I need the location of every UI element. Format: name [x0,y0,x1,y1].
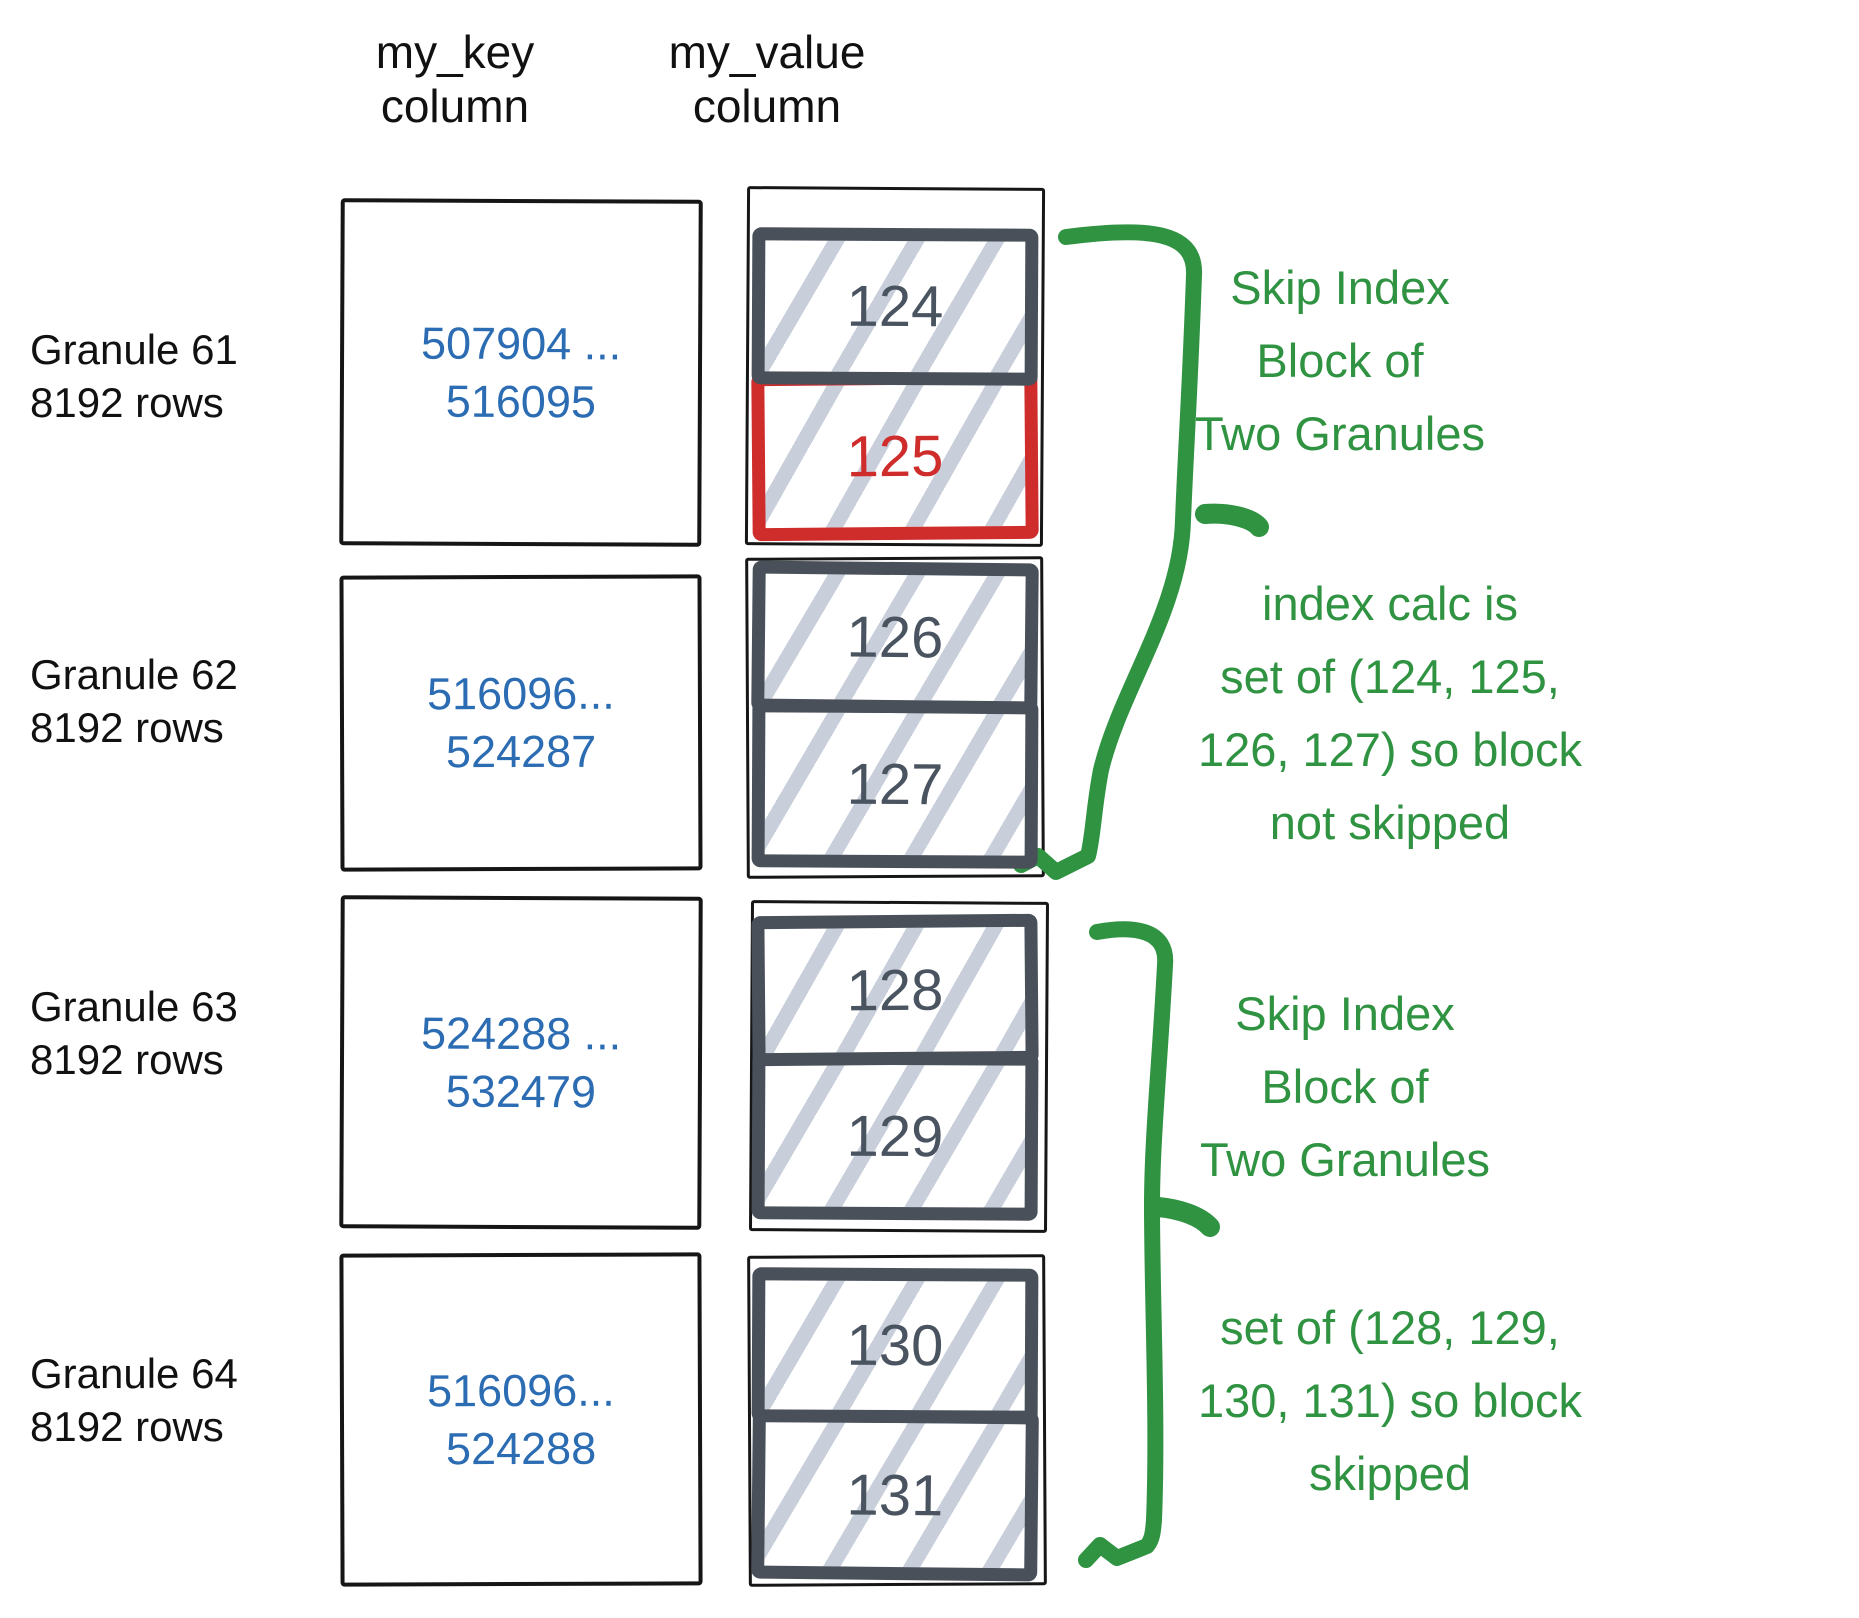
granule-64-key-range-box: 516096... 524288 [339,1252,703,1587]
value-block-number: 127 [846,751,944,817]
annotation-line: set of (124, 125, [1220,649,1560,703]
value-block-number: 129 [846,1103,944,1169]
granule-63-label: Granule 63 8192 rows [30,980,330,1087]
granule-rows: 8192 rows [30,1403,224,1451]
annotation-line: Skip Index [1235,987,1455,1040]
key-max-value: 524287 [445,725,597,778]
granule-64-value-group: 130 131 [751,1267,1039,1582]
my-key-header-line2: column [380,80,530,133]
annotation-line: set of (128, 129, [1220,1301,1560,1354]
skip-block-1-title: Skip Index Block of Two Granules [1100,252,1580,471]
granule-61-label: Granule 61 8192 rows [30,323,330,430]
skip-block-2-note: set of (128, 129, 130, 131) so block ski… [1120,1292,1660,1511]
value-block-number: 125 [846,423,944,489]
value-block-130: 130 [751,1267,1039,1424]
annotation-line: skipped [1309,1446,1471,1500]
value-block-number: 124 [846,273,944,340]
key-max-value: 532479 [445,1065,597,1117]
value-block-124: 124 [751,227,1039,386]
my-value-header-line2: column [692,80,842,133]
annotation-line: 126, 127) so block [1197,722,1583,776]
annotation-line: Block of [1256,333,1424,387]
value-block-number: 126 [846,604,944,671]
value-block-number: 130 [846,1312,944,1379]
annotation-line: Two Granules [1195,406,1485,460]
granule-name: Granule 62 [30,651,238,698]
value-block-131: 131 [751,1408,1039,1582]
value-block-number: 128 [846,957,944,1023]
skip-block-2-title: Skip Index Block of Two Granules [1105,978,1585,1197]
value-block-number: 131 [846,1461,944,1529]
granule-62-key-range-box: 516096... 524287 [339,574,703,872]
granule-name: Granule 64 [30,1350,238,1397]
annotation-line: Skip Index [1230,261,1450,314]
value-block-128: 128 [751,913,1039,1067]
granule-61-value-group: 124 125 [751,227,1039,542]
granule-64-label: Granule 64 8192 rows [30,1347,330,1454]
granule-63-key-range-box: 524288 ... 532479 [339,895,703,1230]
skip-block-brace-1-pointer [1195,503,1269,537]
key-min-value: 516096... [426,668,615,720]
granule-62-label: Granule 62 8192 rows [30,648,330,755]
value-block-125-highlighted: 125 [751,370,1039,542]
my-key-header-line1: my_key [375,26,535,78]
skip-block-brace-2-pointer [1148,1197,1220,1237]
key-max-value: 516095 [445,375,597,427]
granule-63-value-group: 128 129 [751,913,1039,1221]
skip-block-1-note: index calc is set of (124, 125, 126, 127… [1120,568,1660,859]
my-value-header-line1: my_value [668,26,866,78]
granule-name: Granule 61 [30,326,238,373]
key-min-value: 507904 ... [420,317,622,370]
key-min-value: 524288 ... [420,1007,622,1060]
value-block-126: 126 [751,560,1039,715]
granule-61-key-range-box: 507904 ... 516095 [339,198,703,547]
my-key-column-header: my_key column [280,25,630,134]
key-max-value: 524288 [445,1422,597,1474]
annotation-line: index calc is [1262,577,1518,630]
granule-62-value-group: 126 127 [751,560,1039,869]
annotation-line: 130, 131) so block [1197,1373,1583,1427]
value-block-127: 127 [751,699,1039,869]
annotation-line: Block of [1261,1059,1429,1113]
value-block-129: 129 [751,1051,1039,1221]
granule-name: Granule 63 [30,983,238,1030]
annotation-line: Two Granules [1200,1132,1490,1186]
granule-rows: 8192 rows [30,704,224,752]
granule-rows: 8192 rows [30,379,224,427]
granule-rows: 8192 rows [30,1036,224,1084]
my-value-column-header: my_value column [592,25,942,134]
annotation-line: not skipped [1269,795,1511,849]
key-min-value: 516096... [426,1364,615,1417]
